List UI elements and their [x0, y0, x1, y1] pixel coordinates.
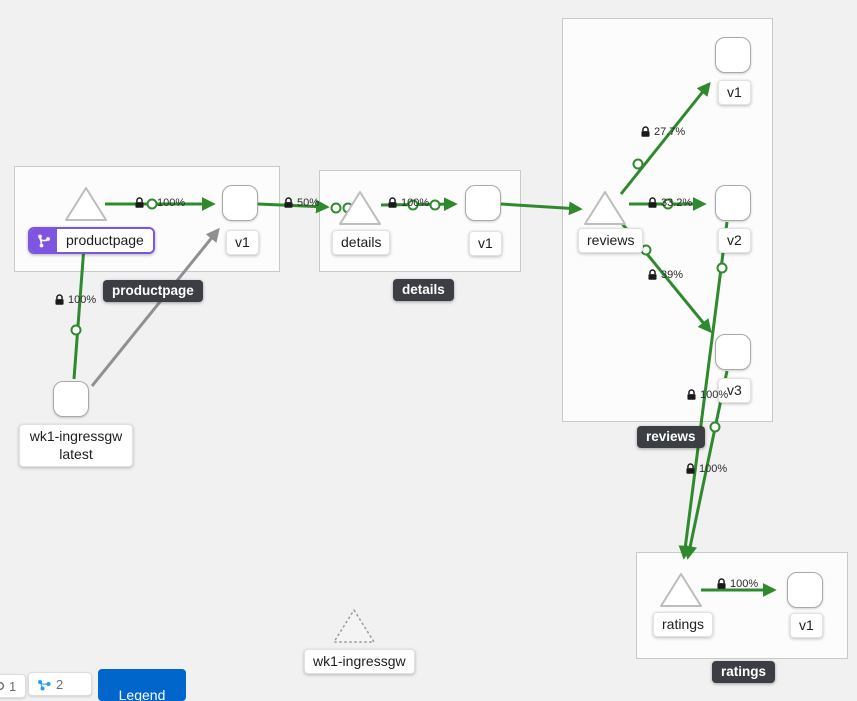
edge-label-reviews-v3: 39%	[647, 269, 683, 281]
app-count-value: 2	[56, 676, 64, 692]
workload-node-reviews-v1[interactable]	[715, 37, 751, 73]
box-label-productpage: productpage	[103, 280, 203, 302]
node-count-value: 1	[9, 678, 17, 694]
ingressgw-version: latest	[59, 446, 93, 463]
service-node-ratings[interactable]	[658, 570, 704, 610]
ingressgw-name: wk1-ingressgw	[29, 428, 123, 444]
edge-label-v2-ratings: 100%	[685, 463, 727, 475]
workload-node-ratings-v1[interactable]	[787, 572, 823, 608]
edge-label-ratings-v1: 100%	[716, 578, 758, 590]
label-ingressgw-workload[interactable]: wk1-ingressgw latest	[19, 424, 133, 468]
mtls-lock-icon	[648, 197, 657, 208]
workload-node-reviews-v2[interactable]	[715, 185, 751, 221]
label-ratings-v1[interactable]: v1	[790, 613, 823, 639]
box-label-ratings: ratings	[712, 661, 776, 683]
edge-label-details-v1: 100%	[387, 197, 429, 209]
node-count-icon	[0, 681, 5, 691]
label-details-service[interactable]: details	[332, 230, 391, 256]
workload-node-details-v1[interactable]	[465, 185, 501, 221]
mtls-lock-icon	[284, 197, 293, 208]
app-badge-icon	[30, 229, 57, 252]
edge-label-reviews-v1: 27.7%	[640, 126, 685, 138]
label-reviews-v1[interactable]: v1	[718, 80, 751, 106]
workload-node-productpage-v1[interactable]	[222, 185, 258, 221]
label-reviews-service[interactable]: reviews	[578, 228, 644, 254]
edge-label-reviews-v2: 33.2%	[647, 197, 692, 209]
label-ratings-service[interactable]: ratings	[653, 612, 714, 638]
label-idle-ingressgw-service[interactable]: wk1-ingressgw	[304, 649, 415, 675]
legend-button[interactable]: Legend	[98, 669, 186, 701]
mtls-lock-icon	[55, 294, 64, 305]
workload-node-reviews-v3[interactable]	[715, 334, 751, 370]
mtls-lock-icon	[388, 197, 397, 208]
edge-label-ingress-productpage: 100%	[54, 294, 96, 306]
box-label-reviews: reviews	[637, 426, 705, 448]
box-label-details: details	[393, 279, 454, 301]
mtls-lock-icon	[687, 389, 696, 400]
label-productpage-v1[interactable]: v1	[226, 230, 259, 256]
idle-service-node-ingressgw[interactable]	[331, 606, 377, 646]
mtls-lock-icon	[641, 126, 650, 137]
service-node-reviews[interactable]	[582, 188, 628, 228]
mtls-lock-icon	[135, 197, 144, 208]
app-count-chip: 2	[28, 672, 92, 696]
app-count-icon	[38, 679, 51, 690]
service-node-productpage[interactable]	[63, 184, 109, 224]
edge-label-v3-ratings: 100%	[686, 389, 728, 401]
label-details-v1[interactable]: v1	[469, 231, 502, 257]
productpage-app-label[interactable]: productpage	[28, 227, 155, 254]
mtls-lock-icon	[686, 463, 695, 474]
mtls-lock-icon	[648, 269, 657, 280]
node-count-chip: 1	[0, 674, 26, 698]
mtls-lock-icon	[717, 578, 726, 589]
workload-node-ingressgw[interactable]	[53, 381, 89, 417]
service-node-details[interactable]	[337, 188, 383, 228]
edge-label-productpage-v1: 100%	[134, 197, 185, 209]
productpage-app-label-text: productpage	[57, 229, 153, 252]
label-reviews-v2[interactable]: v2	[718, 228, 751, 254]
edge-label-v1-details: 50%	[283, 197, 319, 209]
